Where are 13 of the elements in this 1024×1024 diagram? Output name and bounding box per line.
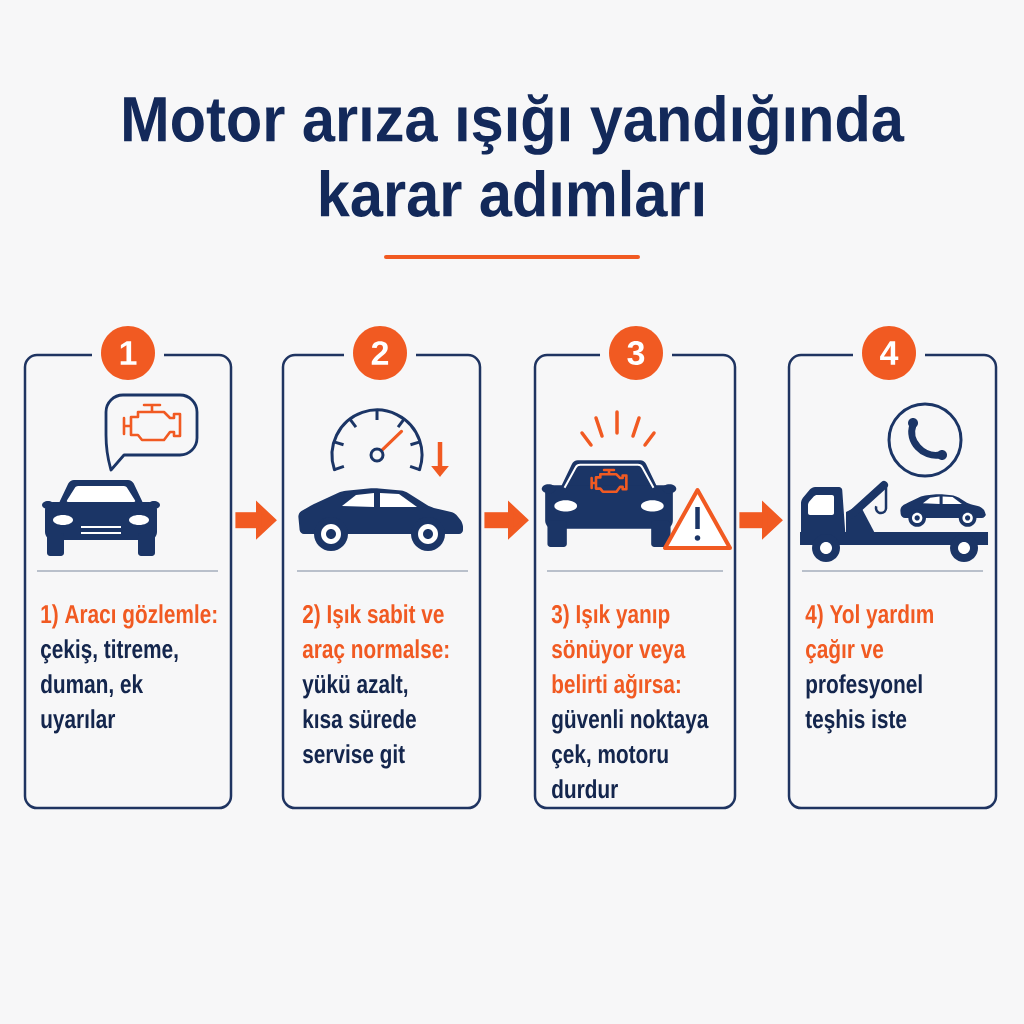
step-description: güvenli noktaya çek, motoru durdur: [552, 709, 709, 799]
step-heading: 1) Aracı gözlemle:: [41, 604, 217, 629]
step-heading: 3) Işık yanıp sönüyor veya belirti ağırsa:: [551, 604, 686, 699]
step-number-badge: 4: [862, 326, 916, 380]
title: Motor arıza ışığı yandığında karar adımları: [124, 94, 905, 217]
step-description: profesyonel teşhis iste: [805, 674, 922, 734]
step-description: çekiş, titreme, duman, ek uyarılar: [41, 639, 178, 734]
step-number-badge: 3: [609, 326, 663, 380]
step-number-badge: 1: [101, 326, 155, 380]
step-heading: 2) Işık sabit ve araç normalse:: [302, 604, 449, 664]
step-number-badge: 2: [353, 326, 407, 380]
step-heading: 4) Yol yardım çağır ve: [805, 604, 933, 664]
step-description: yükü azalt, kısa sürede servise git: [302, 674, 416, 769]
